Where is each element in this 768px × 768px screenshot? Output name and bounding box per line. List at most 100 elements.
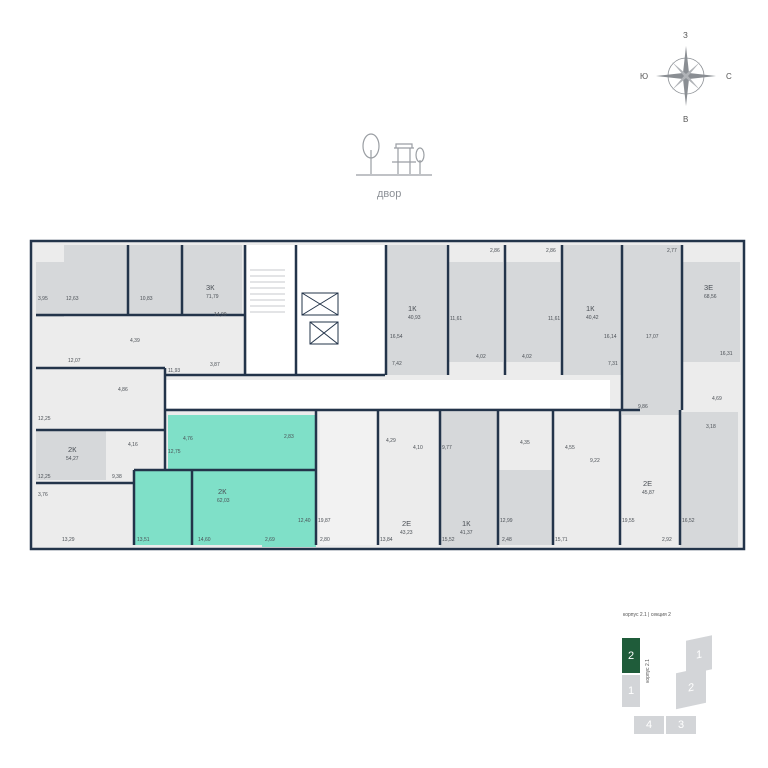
room-area-label: 2,48 bbox=[502, 537, 512, 543]
apt-code: 2К bbox=[68, 445, 77, 454]
room-area-label: 4,02 bbox=[522, 354, 532, 360]
key-plan-building-label: корпус 2.1 bbox=[645, 659, 651, 683]
room-area-label: 4,16 bbox=[128, 442, 138, 448]
room-area-label: 16,14 bbox=[604, 334, 617, 340]
room-area-label: 15,71 bbox=[555, 537, 568, 543]
room-area-label: 11,61 bbox=[450, 316, 462, 322]
walls bbox=[29, 239, 746, 551]
room-area-label: 2,86 bbox=[546, 248, 556, 254]
room-area-label: 2,77 bbox=[667, 248, 677, 254]
apartment-3e[interactable] bbox=[682, 262, 740, 362]
apartment-1k-c[interactable] bbox=[440, 412, 498, 547]
apt-area: 40,93 bbox=[408, 315, 421, 321]
yard-label: двор bbox=[377, 188, 401, 200]
apt-code: 1К bbox=[586, 304, 595, 313]
room-area-label: 4,35 bbox=[520, 440, 530, 446]
yard-icon bbox=[356, 133, 432, 176]
room-area-label: 3,95 bbox=[38, 296, 48, 302]
room-area-label: 12,25 bbox=[38, 416, 51, 422]
room-area-label: 13,51 bbox=[137, 537, 150, 543]
apt-code: 2К bbox=[218, 487, 227, 496]
room-area-label: 4,39 bbox=[130, 338, 140, 344]
room-area-label: 9,77 bbox=[442, 445, 452, 451]
room-area-label: 12,63 bbox=[66, 296, 79, 302]
room-area-label: 3,76 bbox=[38, 492, 48, 498]
apartment-2k-a[interactable] bbox=[36, 430, 106, 480]
room-area-label: 2,92 bbox=[662, 537, 672, 543]
room-area-label: 10,83 bbox=[140, 296, 153, 302]
room-area-label: 16,31 bbox=[720, 351, 733, 357]
apartment-2k-selected[interactable] bbox=[134, 415, 316, 547]
apt-code: 3Е bbox=[704, 283, 713, 292]
compass-south-label: В bbox=[683, 115, 688, 124]
compass-north-label: З bbox=[683, 31, 688, 40]
stairs-icon bbox=[250, 269, 285, 313]
key-plan-section[interactable]: 4 bbox=[634, 716, 664, 734]
room-area-label: 9,22 bbox=[590, 458, 600, 464]
room-area-label: 11,93 bbox=[168, 368, 180, 374]
room-area-label: 4,86 bbox=[118, 387, 128, 393]
room-area-label: 12,75 bbox=[168, 449, 181, 455]
apartment-3k[interactable] bbox=[182, 245, 242, 315]
room-area-label: 4,02 bbox=[476, 354, 486, 360]
room-area-label: 3,87 bbox=[210, 362, 220, 368]
room-area-label: 14,60 bbox=[198, 537, 211, 543]
key-plan: 2 1 корпус 2.1 1 2 4 3 bbox=[620, 618, 720, 738]
room-area-label: 13,29 bbox=[62, 537, 75, 543]
compass-west-label: Ю bbox=[640, 72, 648, 81]
key-plan-section-active[interactable]: 2 bbox=[622, 638, 640, 673]
room-area-label: 2,86 bbox=[490, 248, 500, 254]
room-area-label: 2,69 bbox=[265, 537, 275, 543]
room-area-label: 2,80 bbox=[320, 537, 330, 543]
apt-area: 40,42 bbox=[586, 315, 599, 321]
apartment-room bbox=[448, 262, 503, 362]
room-area-label: 12,25 bbox=[38, 474, 51, 480]
room-area-label: 3,18 bbox=[706, 424, 716, 430]
apt-code: 1К bbox=[462, 519, 471, 528]
compass: З В Ю С bbox=[640, 31, 732, 124]
apt-area: 68,56 bbox=[704, 294, 717, 300]
room-area-label: 2,83 bbox=[284, 434, 294, 440]
apt-code: 3К bbox=[206, 283, 215, 292]
room-area-label: 16,54 bbox=[390, 334, 403, 340]
room-area-label: 16,52 bbox=[682, 518, 695, 524]
key-plan-section[interactable]: 1 bbox=[622, 675, 640, 707]
room-area-label: 4,76 bbox=[183, 436, 193, 442]
room-area-label: 17,07 bbox=[646, 334, 659, 340]
room-area-label: 12,40 bbox=[298, 518, 311, 524]
apt-area: 71,79 bbox=[206, 294, 219, 300]
apartment-1k-a[interactable] bbox=[386, 245, 446, 375]
room-area-label: 19,55 bbox=[622, 518, 635, 524]
apartment-1k-b[interactable] bbox=[562, 245, 622, 375]
room-area-label: 4,69 bbox=[712, 396, 722, 402]
apt-area: 41,37 bbox=[460, 530, 473, 536]
room-area-label: 12,99 bbox=[500, 518, 513, 524]
compass-east-label: С bbox=[726, 72, 732, 81]
key-plan-section[interactable]: 2 bbox=[676, 666, 706, 710]
apartment-room bbox=[622, 245, 682, 415]
room-area-label: 19,87 bbox=[318, 518, 331, 524]
room-area-label: 7,31 bbox=[608, 361, 618, 367]
apt-area: 54,27 bbox=[66, 456, 79, 462]
room-area-label: 9,86 bbox=[638, 404, 648, 410]
room-labels: 3,95 12,63 10,83 14,90 4,39 12,07 11,93 … bbox=[38, 248, 733, 543]
room-area-label: 13,84 bbox=[380, 537, 393, 543]
apt-area: 62,03 bbox=[217, 498, 230, 504]
compass-needle-icon bbox=[683, 46, 689, 76]
elevator-icon bbox=[301, 292, 339, 345]
apt-code: 1К bbox=[408, 304, 417, 313]
room-area-label: 4,29 bbox=[386, 438, 396, 444]
room-area-label: 4,10 bbox=[413, 445, 423, 451]
apt-area: 45,87 bbox=[642, 490, 655, 496]
apt-code: 2Е bbox=[402, 519, 411, 528]
key-plan-caption: корпус 2.1 | секция 2 bbox=[623, 612, 671, 618]
apt-area: 43,23 bbox=[400, 530, 413, 536]
room-area-label: 15,52 bbox=[442, 537, 455, 543]
building bbox=[29, 239, 746, 551]
room-area-label: 11,61 bbox=[548, 316, 560, 322]
room-area-label: 14,90 bbox=[214, 312, 227, 318]
room-area-label: 12,07 bbox=[68, 358, 81, 364]
apartment-room bbox=[505, 262, 560, 362]
key-plan-section[interactable]: 3 bbox=[666, 716, 696, 734]
